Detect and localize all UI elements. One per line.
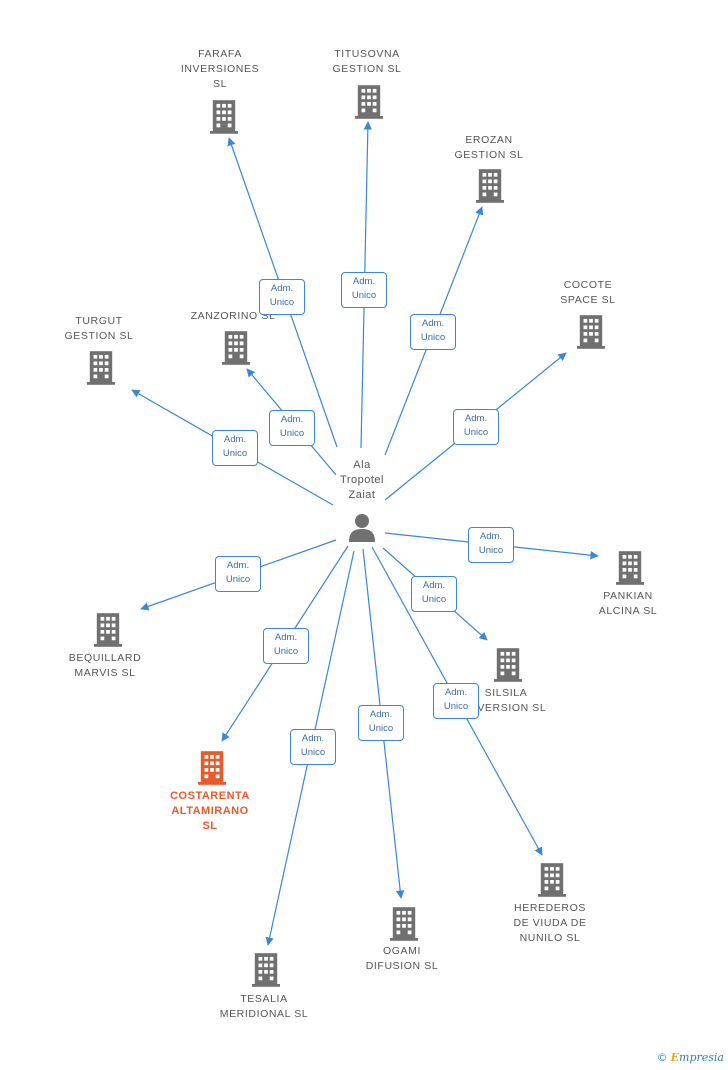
- relation-line-1: Adm.: [274, 632, 298, 643]
- relation-badge-farafa[interactable]: Adm. Unico: [259, 279, 305, 315]
- building-icon[interactable]: [94, 613, 122, 647]
- relation-line-1: Adm.: [421, 318, 445, 329]
- company-name-titusovna[interactable]: TITUSOVNA GESTION SL: [332, 48, 402, 75]
- company-name-cocote[interactable]: COCOTE SPACE SL: [560, 279, 616, 306]
- brand-name: mpresia: [679, 1051, 724, 1064]
- relation-badge-tesalia[interactable]: Adm. Unico: [290, 729, 336, 765]
- relation-line-2: Unico: [222, 448, 248, 459]
- relation-badge-herederos[interactable]: Adm. Unico: [433, 683, 479, 719]
- building-icon[interactable]: [252, 953, 280, 987]
- relation-badge-titusovna[interactable]: Adm. Unico: [341, 272, 387, 308]
- relation-line-1: Adm.: [352, 276, 376, 287]
- relation-line-2: Unico: [420, 332, 446, 343]
- relation-line-2: Unico: [351, 290, 377, 301]
- relation-line-1: Adm.: [301, 733, 325, 744]
- relation-line-2: Unico: [421, 594, 447, 605]
- relation-line-2: Unico: [225, 574, 251, 585]
- company-name-costarenta[interactable]: COSTARENTA ALTAMIRANO SL: [170, 790, 250, 832]
- building-icon[interactable]: [494, 648, 522, 682]
- relation-line-1: Adm.: [223, 434, 247, 445]
- relation-line-1: Adm.: [280, 414, 304, 425]
- building-icon[interactable]: [476, 169, 504, 203]
- relation-line-2: Unico: [273, 646, 299, 657]
- building-icon[interactable]: [210, 100, 238, 134]
- relation-line-1: Adm.: [444, 687, 468, 698]
- company-name-tesalia[interactable]: TESALIA MERIDIONAL SL: [219, 993, 309, 1020]
- company-name-farafa[interactable]: FARAFA INVERSIONES SL: [180, 48, 260, 90]
- relation-line-2: Unico: [463, 427, 489, 438]
- relation-line-2: Unico: [269, 297, 295, 308]
- brand-logo: ©Empresia: [657, 1051, 724, 1064]
- brand-initial: E: [670, 1051, 680, 1064]
- relation-badge-costarenta[interactable]: Adm. Unico: [263, 628, 309, 664]
- relation-badge-ogami[interactable]: Adm. Unico: [358, 705, 404, 741]
- relation-line-1: Adm.: [369, 709, 393, 720]
- relation-line-1: Adm.: [226, 560, 250, 571]
- relation-line-2: Unico: [368, 723, 394, 734]
- relation-badge-zanzorino[interactable]: Adm. Unico: [269, 410, 315, 446]
- relation-badge-cocote[interactable]: Adm. Unico: [453, 409, 499, 445]
- company-name-ogami[interactable]: OGAMI DIFUSION SL: [365, 945, 439, 972]
- relation-line-1: Adm.: [479, 531, 503, 542]
- company-name-silsila[interactable]: SILSILA INVERSION SL: [465, 687, 547, 714]
- building-icon[interactable]: [538, 863, 566, 897]
- relation-line-2: Unico: [443, 701, 469, 712]
- relation-line-2: Unico: [300, 747, 326, 758]
- relation-badge-erozan[interactable]: Adm. Unico: [410, 314, 456, 350]
- building-icon[interactable]: [198, 751, 226, 785]
- person-icon[interactable]: [349, 514, 375, 542]
- relation-line-2: Unico: [279, 428, 305, 439]
- relation-badge-silsila[interactable]: Adm. Unico: [411, 576, 457, 612]
- building-icon[interactable]: [616, 551, 644, 585]
- copyright-symbol: ©: [656, 1051, 668, 1064]
- company-name-turgut[interactable]: TURGUT GESTION SL: [64, 315, 134, 342]
- building-icon[interactable]: [87, 351, 115, 385]
- company-name-pankian[interactable]: PANKIAN ALCINA SL: [598, 590, 658, 617]
- company-name-bequillard[interactable]: BEQUILLARD MARVIS SL: [68, 652, 142, 679]
- building-icon[interactable]: [355, 85, 383, 119]
- relation-line-1: Adm.: [464, 413, 488, 424]
- company-name-erozan[interactable]: EROZAN GESTION SL: [454, 134, 524, 161]
- building-icon[interactable]: [390, 907, 418, 941]
- center-person-name[interactable]: Ala Tropotel Zaiat: [340, 459, 384, 501]
- relation-badge-bequillard[interactable]: Adm. Unico: [215, 556, 261, 592]
- relation-badge-turgut[interactable]: Adm. Unico: [212, 430, 258, 466]
- building-icon[interactable]: [577, 315, 605, 349]
- relation-line-2: Unico: [478, 545, 504, 556]
- relation-badge-pankian[interactable]: Adm. Unico: [468, 527, 514, 563]
- building-icon[interactable]: [222, 331, 250, 365]
- company-name-herederos[interactable]: HEREDEROS DE VIUDA DE NUNILO SL: [513, 902, 587, 944]
- relation-line-1: Adm.: [422, 580, 446, 591]
- relation-line-1: Adm.: [270, 283, 294, 294]
